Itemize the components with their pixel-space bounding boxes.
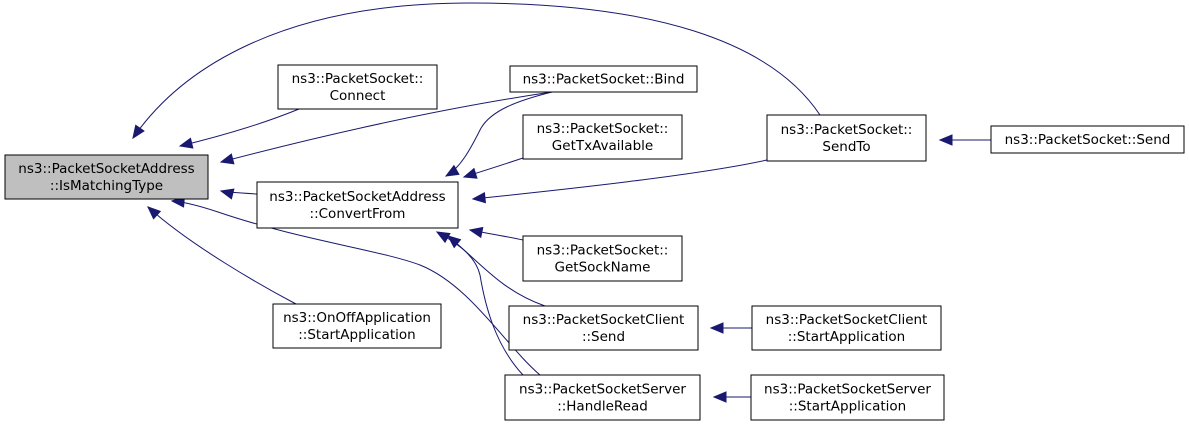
node-label: ns3::PacketSocketAddress	[269, 189, 445, 205]
node-label: ns3::PacketSocket::	[537, 243, 669, 259]
node-n7[interactable]: ns3::PacketSocketClient::Send	[508, 305, 699, 351]
node-label: GetSockName	[555, 260, 651, 276]
node-n3[interactable]: ns3::OnOffApplication::StartApplication	[272, 303, 442, 349]
edge-line	[147, 206, 297, 305]
node-label: ns3::OnOffApplication	[283, 310, 431, 326]
arrow-head-icon	[219, 188, 235, 200]
edge-n6-n2	[468, 226, 524, 241]
node-label: ns3::PacketSocket::Bind	[523, 72, 685, 88]
node-label: ::StartApplication	[298, 327, 416, 343]
arrow-head-icon	[462, 167, 478, 179]
node-box	[256, 181, 459, 229]
node-n11[interactable]: ns3::PacketSocketClient::StartApplicatio…	[751, 305, 942, 351]
node-label: ns3::PacketSocketClient	[766, 312, 928, 328]
edge-n10-n9	[938, 134, 991, 146]
node-label: ns3::PacketSocket::	[781, 122, 913, 138]
node-label: ns3::PacketSocket::	[292, 71, 424, 87]
arrow-head-icon	[471, 191, 487, 204]
node-label: ns3::PacketSocketServer	[519, 382, 686, 398]
node-label: ::Send	[582, 329, 625, 345]
node-box	[766, 114, 927, 162]
node-label: ns3::PacketSocket::	[537, 121, 669, 137]
node-n10[interactable]: ns3::PacketSocket::Send	[990, 125, 1185, 154]
edge-n1-n0	[178, 108, 300, 149]
node-label: GetTxAvailable	[552, 138, 653, 154]
arrow-head-icon	[178, 137, 194, 149]
edge-n4-n0	[219, 91, 553, 165]
node-n4[interactable]: ns3::PacketSocket::Bind	[509, 65, 698, 93]
edge-n5-n2	[462, 157, 524, 179]
node-box	[522, 235, 683, 282]
arrow-head-icon	[709, 322, 724, 334]
edge-line	[132, 2, 821, 139]
node-label: ns3::PacketSocketClient	[523, 312, 685, 328]
node-label: ::ConvertFrom	[310, 206, 406, 222]
node-box	[4, 154, 209, 200]
edge-line	[445, 91, 553, 177]
node-box	[277, 64, 438, 110]
node-label: ::StartApplication	[789, 399, 907, 415]
node-n12[interactable]: ns3::PacketSocketServer::StartApplicatio…	[750, 374, 945, 421]
arrow-head-icon	[435, 231, 451, 244]
arrow-head-icon	[938, 134, 953, 146]
node-label: SendTo	[822, 139, 870, 155]
arrow-head-icon	[444, 164, 460, 177]
node-box	[522, 114, 683, 160]
node-n6[interactable]: ns3::PacketSocket::GetSockName	[522, 235, 683, 282]
node-box	[508, 305, 699, 351]
node-box	[509, 65, 698, 93]
arrow-head-icon	[219, 153, 235, 165]
node-n1[interactable]: ns3::PacketSocket::Connect	[277, 64, 438, 110]
edge-n4-n2	[444, 91, 553, 177]
arrow-head-icon	[446, 235, 462, 249]
node-box	[990, 125, 1185, 154]
edge-n9-n0	[132, 2, 821, 140]
edge-n3-n0	[147, 206, 297, 305]
node-n9[interactable]: ns3::PacketSocket::SendTo	[766, 114, 927, 162]
node-n2[interactable]: ns3::PacketSocketAddress::ConvertFrom	[256, 181, 459, 229]
edge-n2-n0	[219, 188, 258, 200]
edge-n11-n7	[709, 322, 752, 334]
node-label: ns3::PacketSocket::Send	[1005, 132, 1171, 148]
node-n5[interactable]: ns3::PacketSocket::GetTxAvailable	[522, 114, 683, 160]
edge-n7-n2	[446, 235, 546, 307]
edge-line	[436, 231, 524, 376]
arrow-head-icon	[468, 226, 484, 239]
arrow-head-icon	[712, 391, 727, 403]
edge-n12-n8	[712, 391, 751, 403]
node-box	[750, 374, 945, 421]
edge-line	[447, 235, 546, 307]
node-label: ::IsMatchingType	[50, 178, 163, 194]
edge-line	[179, 108, 300, 147]
node-label: ::HandleRead	[557, 399, 648, 415]
edge-n9-n2	[471, 159, 768, 204]
node-box	[272, 303, 442, 349]
node-n8[interactable]: ns3::PacketSocketServer::HandleRead	[504, 374, 701, 421]
edge-line	[220, 91, 553, 163]
edges-layer	[132, 2, 991, 403]
node-label: ::StartApplication	[788, 329, 906, 345]
node-box	[751, 305, 942, 351]
arrow-head-icon	[147, 206, 162, 220]
node-label: ns3::PacketSocketAddress	[18, 161, 194, 177]
nodes-layer: ns3::PacketSocketAddress::IsMatchingType…	[4, 64, 1185, 421]
node-label: Connect	[330, 88, 386, 104]
edge-n8-n2	[435, 231, 524, 376]
node-label: ns3::PacketSocketServer	[764, 382, 931, 398]
node-box	[504, 374, 701, 421]
edge-line	[472, 159, 768, 200]
root-node[interactable]: ns3::PacketSocketAddress::IsMatchingType	[4, 154, 209, 200]
arrow-head-icon	[132, 124, 145, 140]
